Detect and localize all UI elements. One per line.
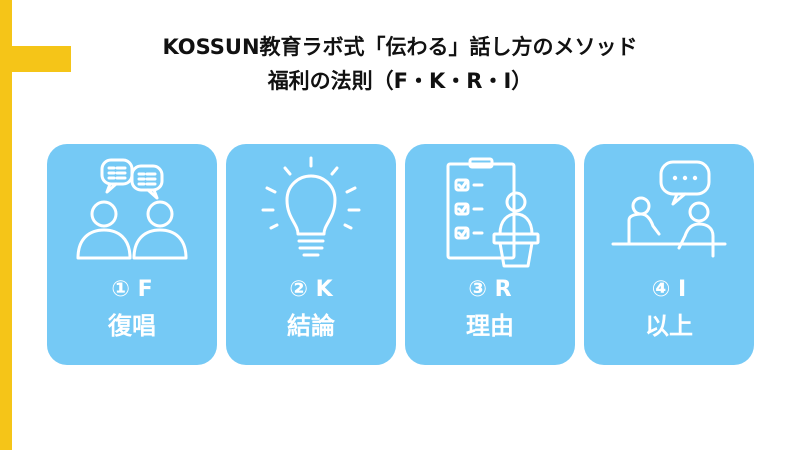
card-number: ① F — [111, 277, 153, 302]
card-label: 以上 — [645, 312, 693, 340]
card-f: ① F 復唱 — [47, 144, 217, 365]
card-i: ④ I 以上 — [584, 144, 754, 365]
accent-tab — [0, 46, 71, 72]
card-r: ③ R 理由 — [405, 144, 575, 365]
card-number: ② K — [289, 277, 333, 302]
card-label: 復唱 — [108, 312, 156, 340]
card-label: 理由 — [466, 312, 514, 340]
title-line-1: KOSSUN教育ラボ式「伝わる」話し方のメソッド — [162, 35, 638, 59]
title-line-2: 福利の法則（F・K・R・I） — [267, 69, 533, 93]
card-label: 結論 — [287, 312, 335, 340]
two-people-chat-icon — [76, 158, 188, 260]
card-number: ③ R — [468, 277, 512, 302]
people-talking-icon — [611, 160, 727, 258]
presenter-checklist-icon — [446, 157, 540, 268]
card-k: ② K 結論 — [226, 144, 396, 365]
lightbulb-icon — [261, 156, 361, 257]
accent-bar — [0, 0, 12, 450]
card-number: ④ I — [651, 277, 687, 302]
page-title: KOSSUN教育ラボ式「伝わる」話し方のメソッド 福利の法則（F・K・R・I） — [0, 30, 800, 98]
